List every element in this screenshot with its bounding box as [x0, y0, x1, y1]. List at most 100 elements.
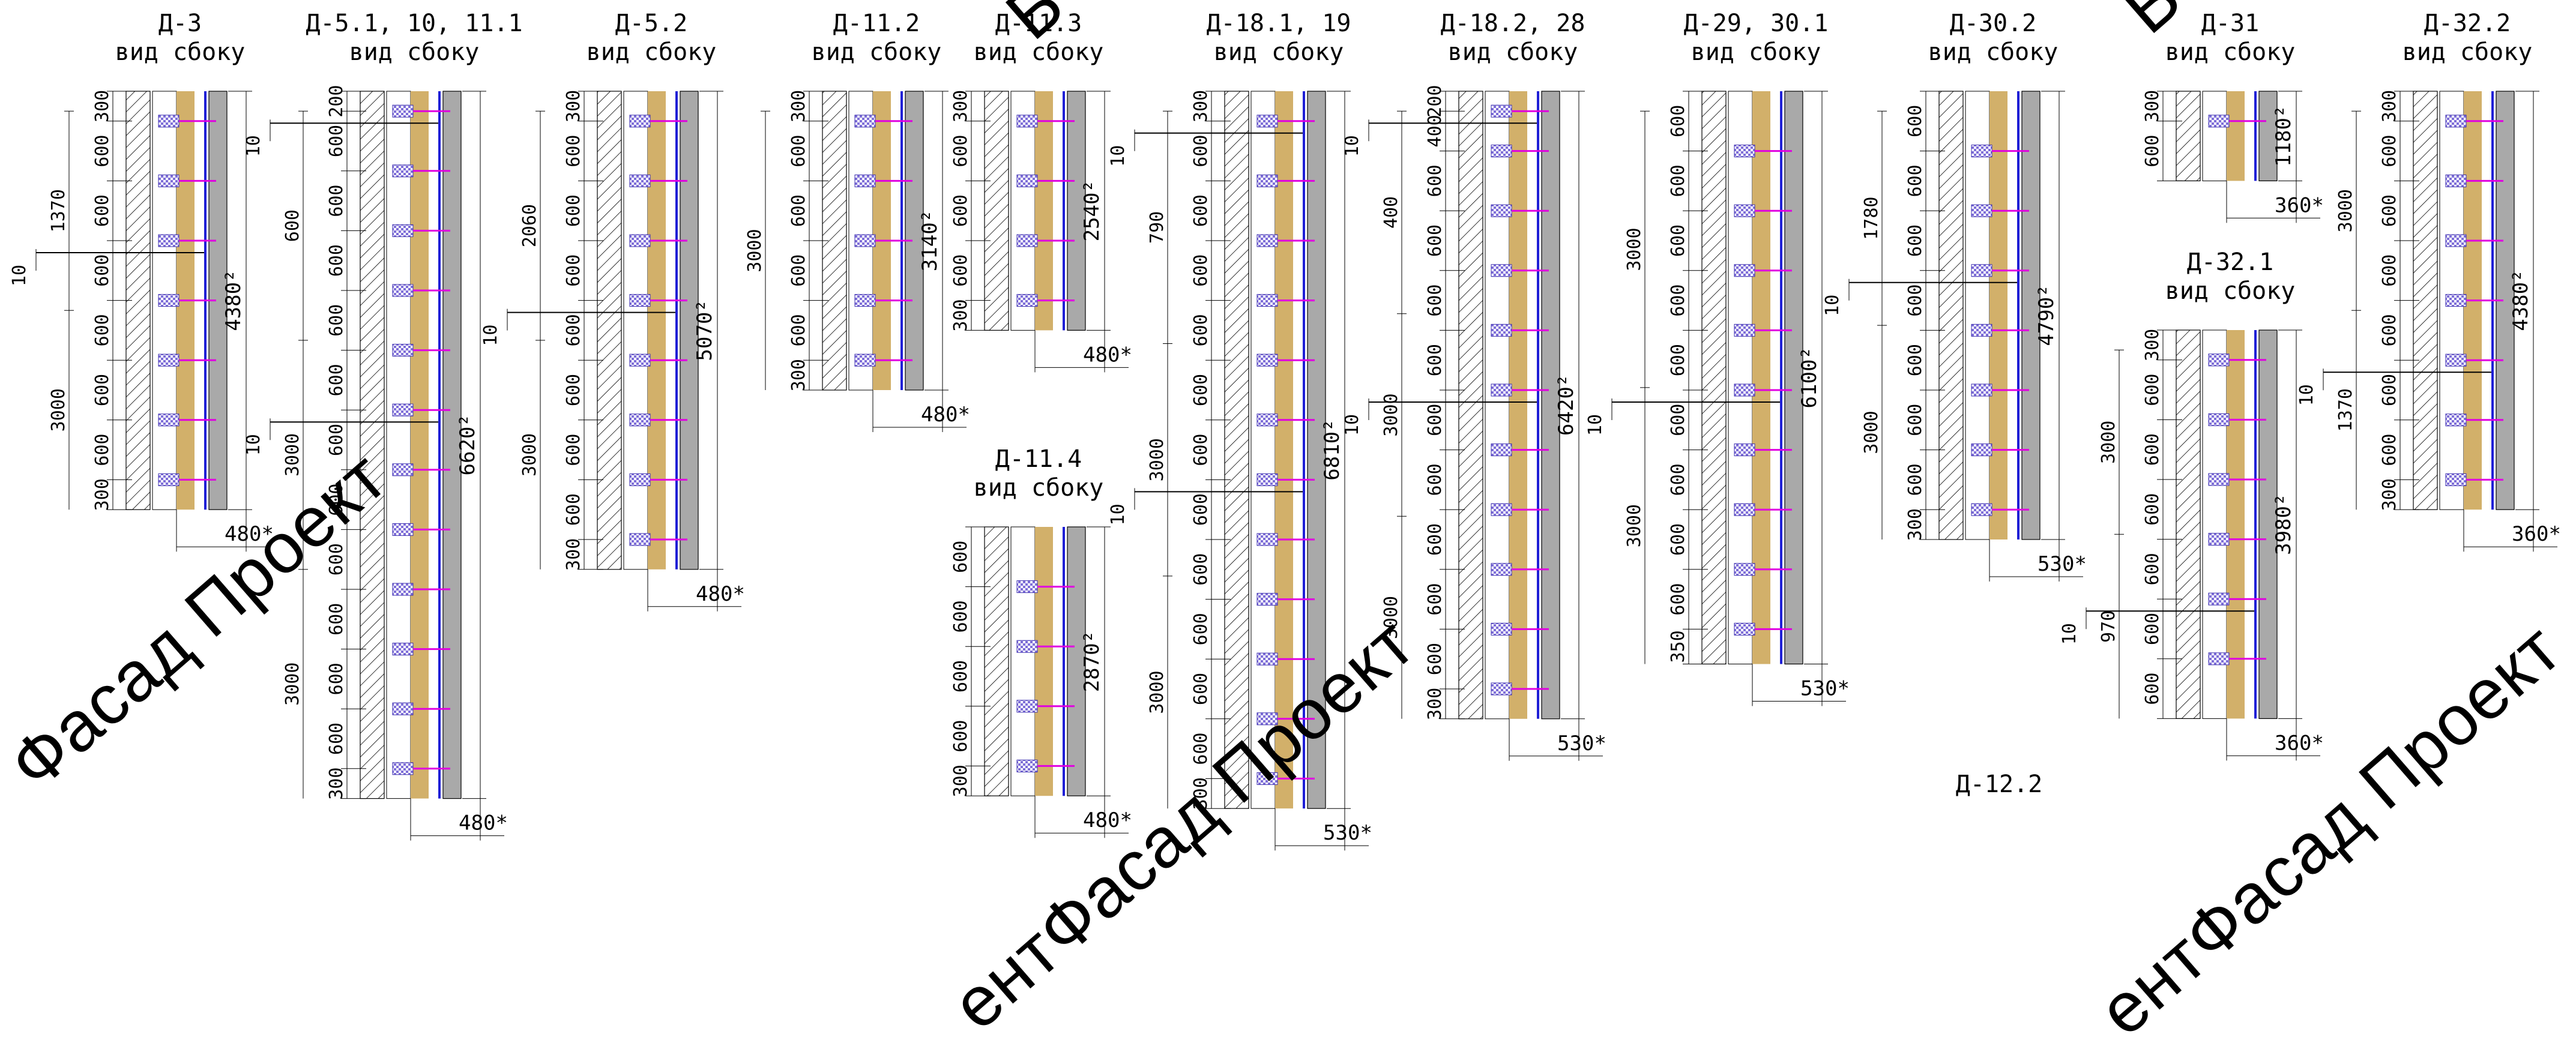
- bracket: [1491, 443, 1512, 457]
- outer-dim-label: 1370: [48, 189, 69, 232]
- segment-label: 600: [92, 314, 113, 346]
- segment-label: 600: [1905, 105, 1926, 137]
- segment-label: 600: [1425, 164, 1446, 197]
- bracket: [2445, 115, 2467, 128]
- wood-lath: [2227, 330, 2245, 719]
- facade-panel: [2258, 91, 2278, 181]
- bracket: [2445, 473, 2467, 486]
- bracket: [1491, 145, 1512, 158]
- segment-label: 600: [2379, 194, 2400, 227]
- wood-lath: [1035, 91, 1053, 331]
- segment-label: 300: [2379, 90, 2400, 122]
- segment-label: 600: [788, 314, 809, 346]
- segment-label: 600: [950, 135, 971, 167]
- bracket: [1016, 174, 1038, 187]
- bracket: [854, 174, 876, 187]
- area-label: 6620²: [456, 414, 480, 475]
- outer-dim-label: 3000: [1381, 393, 1402, 436]
- bracket: [629, 115, 651, 128]
- segment-label: 600: [1190, 613, 1211, 645]
- bracket: [1734, 563, 1755, 576]
- bracket: [629, 413, 651, 427]
- segment-label: 600: [1905, 463, 1926, 496]
- joint-label: 10: [1585, 414, 1606, 436]
- segment-label: 600: [950, 660, 971, 693]
- facade-panel: [2258, 329, 2278, 720]
- segment-label: 600: [1425, 643, 1446, 675]
- segment-label: 600: [1905, 224, 1926, 257]
- outer-dim-label: 3000: [519, 433, 540, 476]
- bracket: [392, 403, 414, 416]
- panel-width: 480*: [225, 522, 274, 546]
- outer-dim-label: 3000: [1147, 438, 1168, 481]
- segment-label: 600: [1668, 344, 1689, 376]
- segment-label: 600: [2379, 314, 2400, 346]
- joint-label: 10: [1108, 145, 1129, 167]
- detail-title: Д-18.1, 19: [1207, 10, 1351, 37]
- detail-subtitle: вид сбоку: [1214, 38, 1344, 66]
- segment-label: 600: [1905, 404, 1926, 436]
- detail-subtitle: вид сбоку: [1691, 38, 1821, 66]
- outer-dim-label: 3000: [282, 433, 303, 476]
- bracket: [1971, 323, 1992, 337]
- bracket: [1256, 593, 1278, 606]
- outer-dim-label: 3000: [1624, 227, 1645, 271]
- segment-label: 600: [1905, 164, 1926, 197]
- wall-hatch: [1701, 91, 1727, 665]
- segment-label: 300: [1905, 508, 1926, 541]
- bracket: [1256, 294, 1278, 307]
- segment-label: 600: [563, 374, 584, 406]
- joint-label: 10: [480, 325, 501, 346]
- segment-label: 600: [1425, 224, 1446, 257]
- bracket: [1734, 323, 1755, 337]
- joint-label: 10: [1342, 414, 1363, 436]
- bracket: [854, 294, 876, 307]
- segment-label: 300: [950, 765, 971, 797]
- segment-label: 200: [1425, 85, 1446, 118]
- bracket: [392, 583, 414, 596]
- panel-width: 480*: [696, 582, 745, 606]
- bracket: [158, 353, 179, 367]
- segment-label: 600: [950, 541, 971, 573]
- wall-hatch: [1224, 91, 1249, 809]
- bracket: [392, 762, 414, 775]
- outer-dim-label: 3000: [282, 663, 303, 706]
- segment-label: 600: [92, 374, 113, 406]
- segment-label: 600: [1190, 493, 1211, 526]
- bracket: [392, 224, 414, 237]
- joint-label: 10: [1342, 135, 1363, 157]
- detail-title: Д-3: [158, 10, 202, 37]
- outer-dim-label: 3000: [2098, 421, 2119, 464]
- segment-label: 600: [563, 194, 584, 227]
- bracket: [1256, 115, 1278, 128]
- segment-label: 600: [1668, 164, 1689, 197]
- bracket: [1256, 533, 1278, 546]
- segment-label: 600: [1425, 463, 1446, 496]
- panel-width: 530*: [2038, 552, 2087, 576]
- outer-dim-label: 3000: [1381, 596, 1402, 639]
- wood-lath: [1989, 91, 2007, 540]
- outer-dim-label: 970: [2098, 610, 2119, 643]
- segment-label: 600: [1190, 673, 1211, 705]
- bracket: [1016, 640, 1038, 653]
- joint-label: 10: [1822, 295, 1843, 316]
- bracket: [2208, 413, 2230, 426]
- bracket: [629, 473, 651, 486]
- bracket: [1016, 580, 1038, 594]
- bracket: [1491, 264, 1512, 277]
- bracket: [1256, 234, 1278, 247]
- bracket: [392, 344, 414, 357]
- segment-label: 600: [563, 254, 584, 287]
- segment-label: 300: [2379, 478, 2400, 511]
- segment-label: 350: [1668, 630, 1689, 663]
- segment-label: 600: [1190, 254, 1211, 287]
- bracket: [2445, 174, 2467, 187]
- bracket: [1491, 383, 1512, 397]
- bracket: [629, 533, 651, 546]
- joint-label: 10: [2059, 623, 2080, 645]
- bracket: [1491, 682, 1512, 696]
- segment-label: 600: [1668, 404, 1689, 436]
- segment-label: 600: [1190, 434, 1211, 466]
